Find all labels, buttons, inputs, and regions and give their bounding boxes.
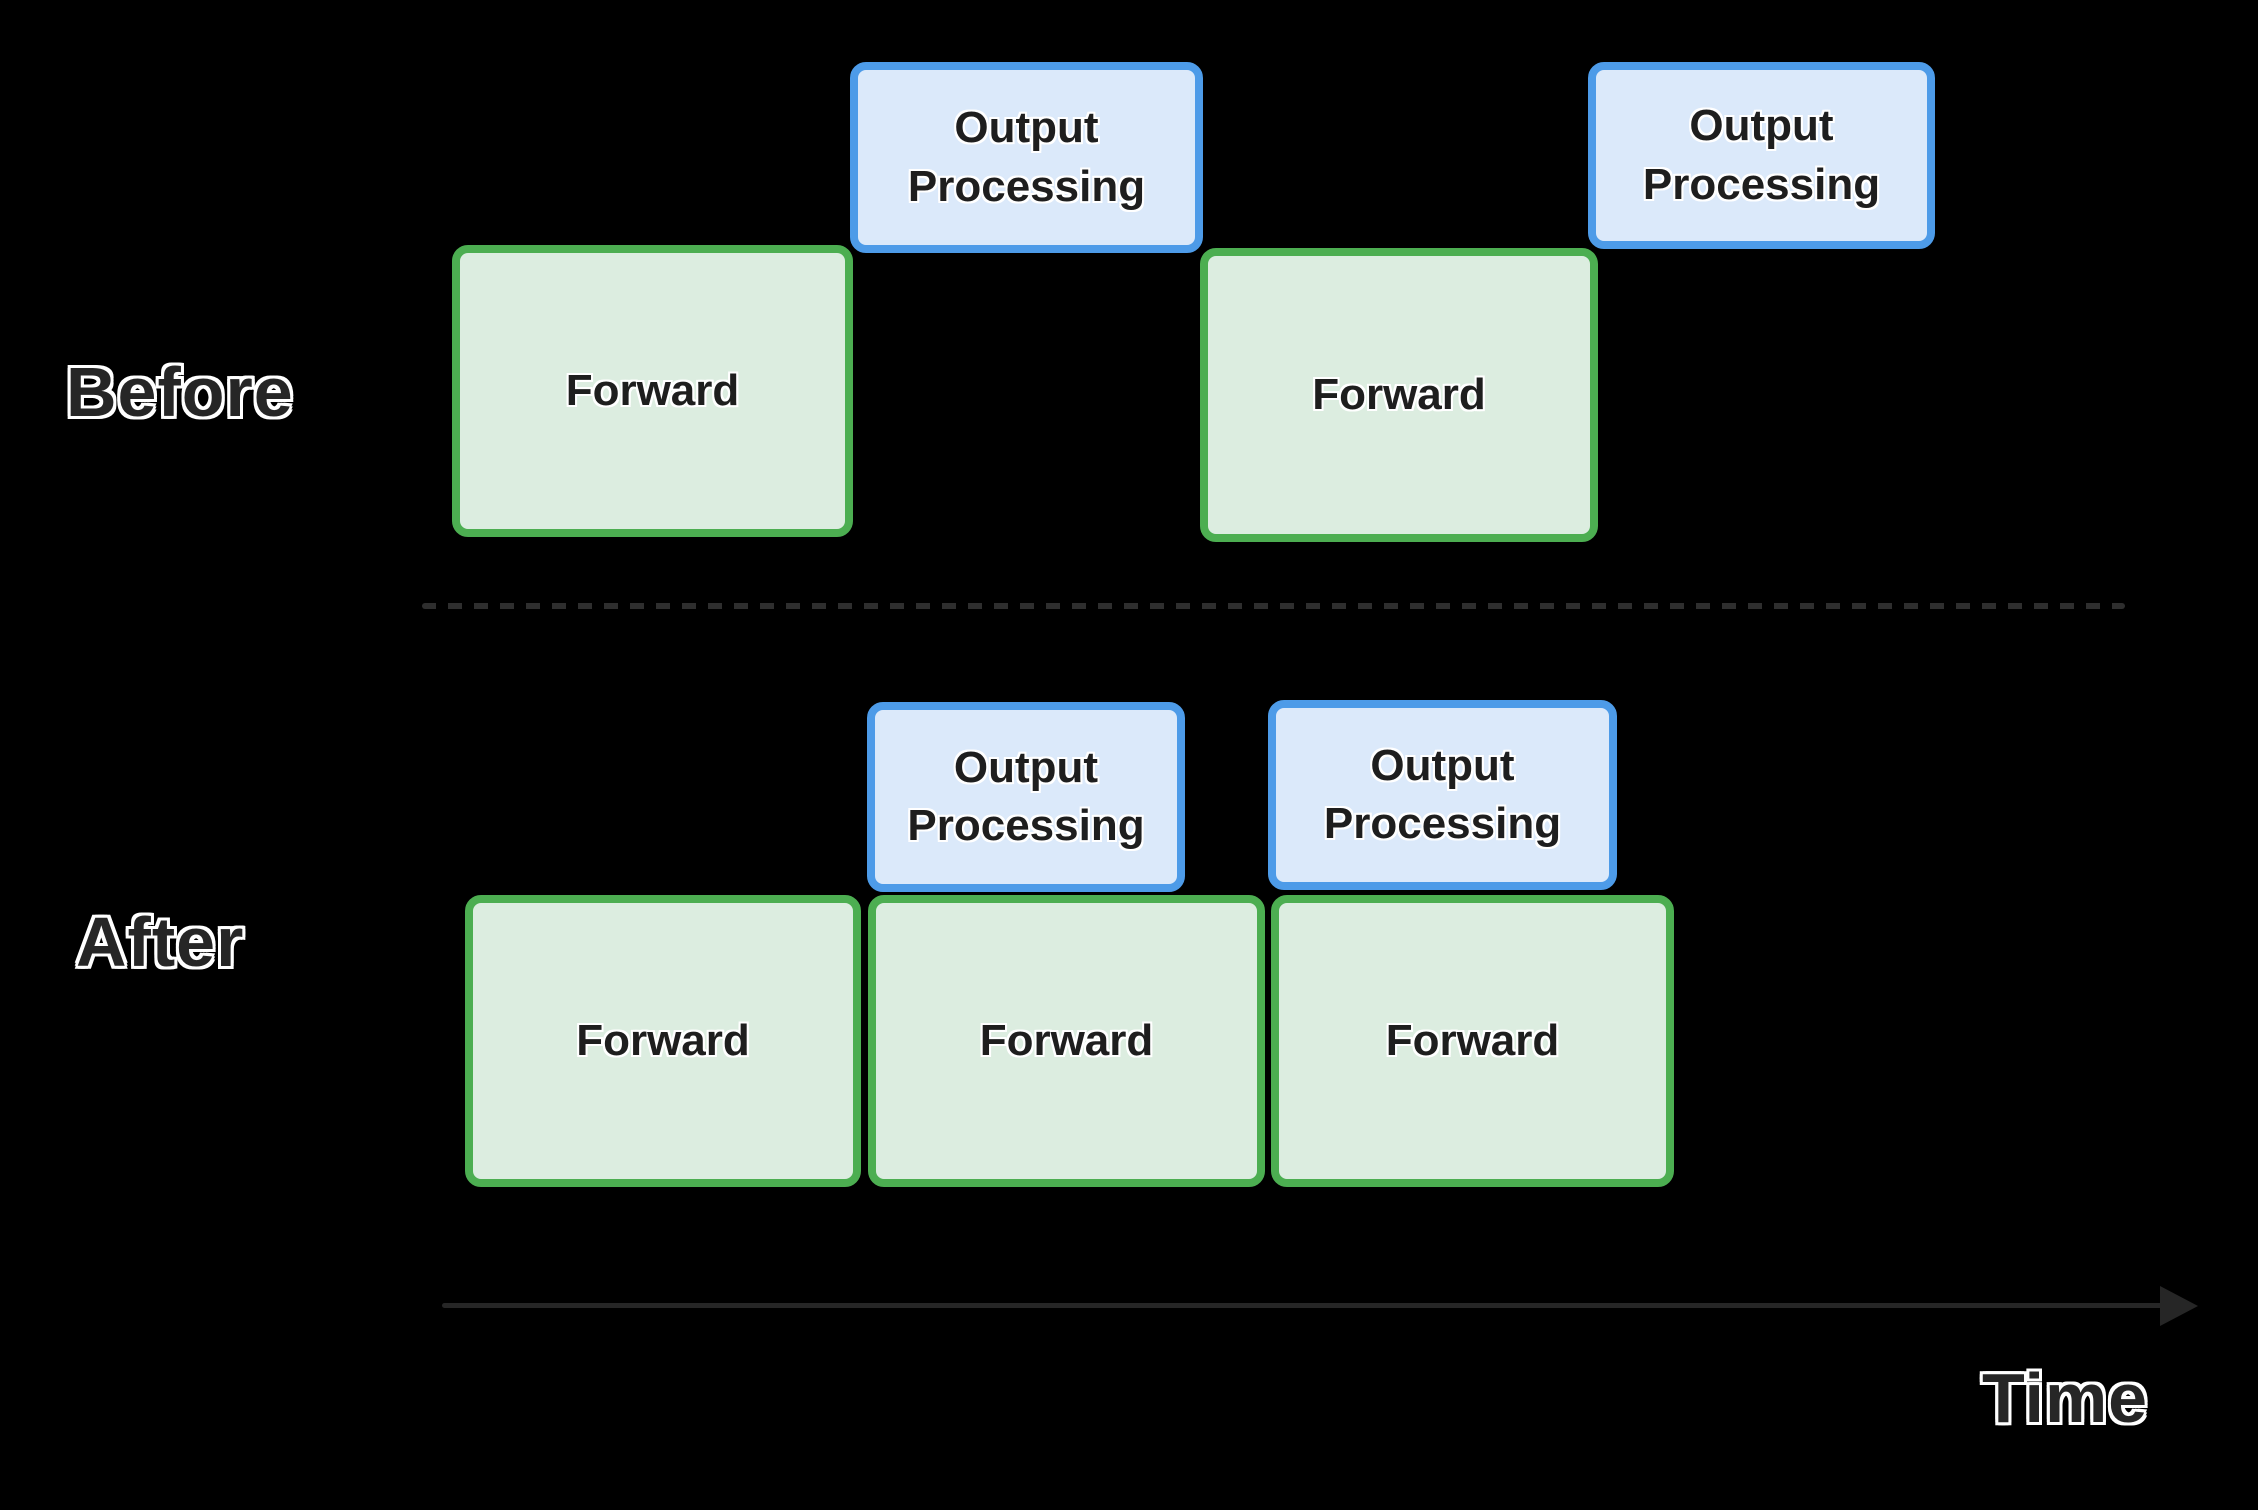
after-output-processing-block-2-label: Output Processing: [1323, 740, 1562, 848]
time-axis-line: [442, 1303, 2170, 1308]
after-forward-block-2-label: Forward: [979, 1015, 1154, 1065]
after-forward-block-2: Forward: [868, 895, 1265, 1187]
after-output-processing-block-2: Output Processing: [1268, 700, 1617, 890]
after-forward-block-3-label: Forward: [1385, 1015, 1560, 1065]
before-output-processing-block-2-label: Output Processing: [1642, 101, 1881, 209]
after-forward-block-1-label: Forward: [576, 1015, 750, 1065]
before-forward-block-2-label: Forward: [1312, 369, 1486, 419]
after-forward-block-1: Forward: [465, 895, 861, 1187]
before-output-processing-block-1: Output Processing: [850, 62, 1203, 253]
after-output-processing-block-1-label: Output Processing: [907, 742, 1145, 850]
after-section-label: After: [76, 903, 245, 981]
after-forward-block-3: Forward: [1271, 895, 1674, 1187]
before-forward-block-1: Forward: [452, 245, 853, 537]
before-forward-block-1-label: Forward: [565, 365, 740, 415]
before-forward-block-2: Forward: [1200, 248, 1598, 542]
after-output-processing-block-1: Output Processing: [867, 702, 1185, 892]
time-axis-label: Time: [1982, 1359, 2149, 1437]
before-output-processing-block-2: Output Processing: [1588, 62, 1935, 249]
before-section-label: Before: [66, 353, 294, 431]
before-output-processing-block-1-label: Output Processing: [907, 103, 1146, 211]
section-divider-dashed-line: [422, 603, 2125, 609]
time-axis-arrowhead-icon: [2160, 1286, 2198, 1326]
